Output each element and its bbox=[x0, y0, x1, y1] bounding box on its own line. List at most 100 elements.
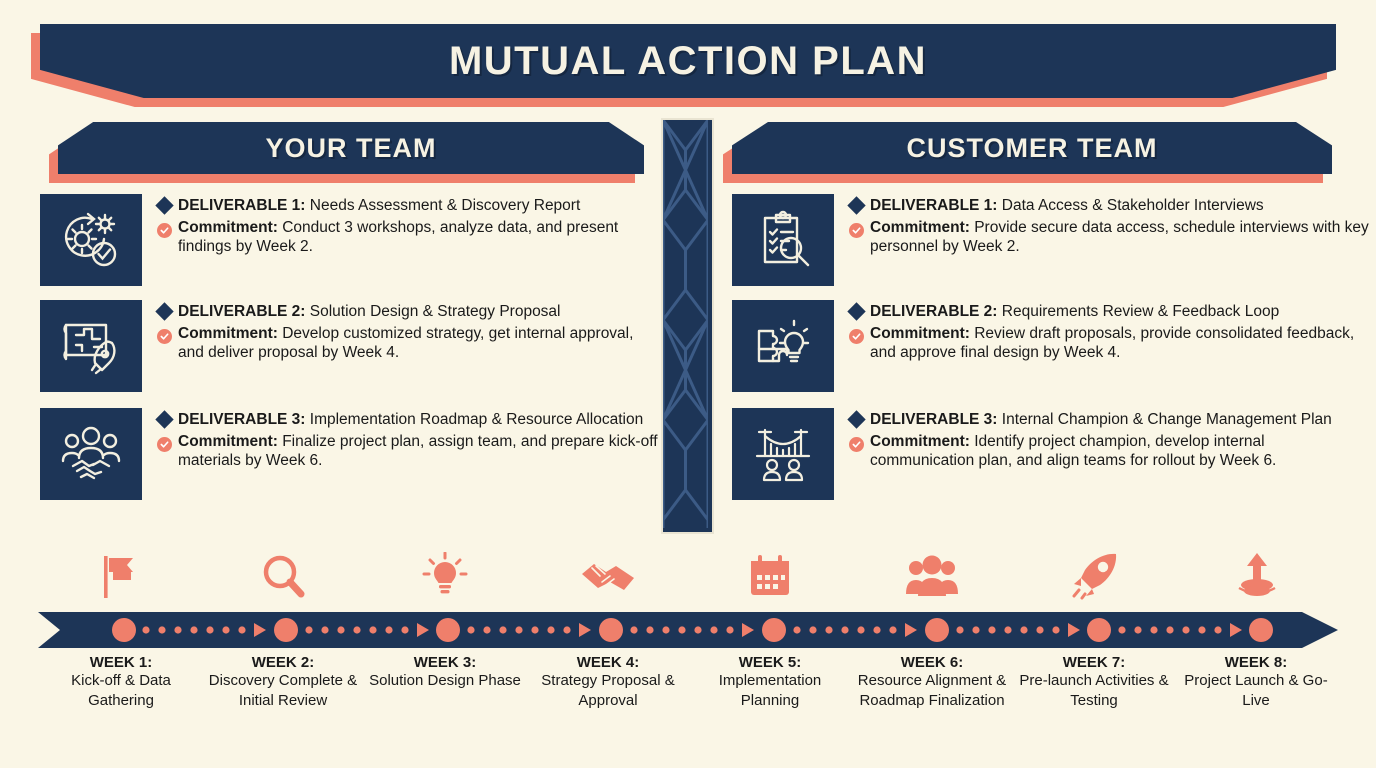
customer-team-banner: CUSTOMER TEAM bbox=[723, 122, 1332, 183]
deliverable-line: DELIVERABLE 2: Solution Design & Strateg… bbox=[155, 302, 660, 322]
deliverable-texts: DELIVERABLE 1: Data Access & Stakeholder… bbox=[847, 194, 1372, 257]
deliverable-item: DELIVERABLE 1: Data Access & Stakeholder… bbox=[732, 194, 1372, 286]
flag-icon bbox=[104, 556, 133, 598]
deliverable-item: DELIVERABLE 2: Requirements Review & Fee… bbox=[732, 300, 1372, 392]
icon-tile-wrapper bbox=[40, 300, 156, 392]
lightbulb-icon bbox=[422, 552, 468, 594]
customer-team-column: DELIVERABLE 1: Data Access & Stakeholder… bbox=[732, 194, 1372, 514]
deliverable-label: DELIVERABLE 3: bbox=[178, 411, 306, 428]
tile-gears-check bbox=[40, 194, 142, 286]
commitment-label: Commitment: bbox=[178, 324, 278, 342]
commitment-line: Commitment: Conduct 3 workshops, analyze… bbox=[156, 218, 660, 257]
people-group-icon bbox=[906, 555, 958, 596]
deliverable-line: DELIVERABLE 1: Needs Assessment & Discov… bbox=[155, 196, 660, 216]
commitment-label: Commitment: bbox=[178, 432, 278, 450]
team-handshake-icon bbox=[61, 426, 121, 480]
deliverable-item: DELIVERABLE 2: Solution Design & Strateg… bbox=[40, 300, 660, 392]
deliverable-texts: DELIVERABLE 3: Internal Champion & Chang… bbox=[847, 408, 1372, 471]
diamond-bullet-icon bbox=[155, 410, 178, 429]
deliverable-label: DELIVERABLE 1: bbox=[870, 197, 998, 214]
customer-team-banner-fill bbox=[732, 122, 1332, 174]
commitment-text: Provide secure data access, schedule int… bbox=[870, 218, 1369, 256]
deliverable-label: DELIVERABLE 2: bbox=[870, 303, 998, 320]
check-circle-icon bbox=[848, 218, 870, 238]
your-team-column: DELIVERABLE 1: Needs Assessment & Discov… bbox=[40, 194, 660, 514]
check-circle-icon bbox=[156, 432, 178, 452]
timeline-label-week6: WEEK 6: Resource Alignment & Roadmap Fin… bbox=[857, 654, 1007, 709]
commitment-label: Commitment: bbox=[178, 218, 278, 236]
launch-arrow-icon bbox=[1238, 553, 1276, 596]
deliverable-texts: DELIVERABLE 2: Solution Design & Strateg… bbox=[155, 300, 660, 363]
gears-check-icon bbox=[64, 212, 117, 267]
handshake-icon bbox=[582, 564, 634, 590]
icon-tile-wrapper bbox=[40, 408, 156, 500]
deliverable-texts: DELIVERABLE 2: Requirements Review & Fee… bbox=[847, 300, 1372, 363]
clipboard-magnifier-icon bbox=[763, 210, 810, 267]
timeline-icon-week6 bbox=[877, 548, 987, 600]
customer-team-heading: CUSTOMER TEAM bbox=[906, 132, 1158, 163]
deliverable-item: DELIVERABLE 3: Implementation Roadmap & … bbox=[40, 408, 660, 500]
title-banner-fill bbox=[40, 24, 1336, 98]
diamond-bullet-icon bbox=[847, 410, 870, 429]
icon-tile-wrapper bbox=[732, 408, 848, 500]
commitment-label: Commitment: bbox=[870, 218, 970, 236]
deliverable-line: DELIVERABLE 1: Data Access & Stakeholder… bbox=[847, 196, 1372, 216]
deliverable-text: Solution Design & Strategy Proposal bbox=[305, 303, 561, 320]
deliverable-line: DELIVERABLE 2: Requirements Review & Fee… bbox=[847, 302, 1372, 322]
timeline-icon-week3 bbox=[390, 548, 500, 600]
puzzle-lightbulb-icon bbox=[757, 319, 810, 363]
commitment-text: Review draft proposals, provide consolid… bbox=[870, 324, 1355, 362]
deliverable-texts: DELIVERABLE 1: Needs Assessment & Discov… bbox=[155, 194, 660, 257]
check-circle-icon bbox=[156, 324, 178, 344]
timeline-icon-week4 bbox=[553, 548, 663, 600]
your-team-banner: YOUR TEAM bbox=[49, 122, 644, 183]
diamond-bullet-icon bbox=[847, 302, 870, 321]
tile-puzzle-lightbulb bbox=[732, 300, 834, 392]
deliverable-text: Internal Champion & Change Management Pl… bbox=[997, 411, 1332, 428]
deliverable-text: Requirements Review & Feedback Loop bbox=[997, 303, 1280, 320]
tile-bridge-people bbox=[732, 408, 834, 500]
deliverable-text: Data Access & Stakeholder Interviews bbox=[997, 197, 1264, 214]
timeline-bar bbox=[38, 612, 1338, 648]
timeline-icon-week8 bbox=[1202, 548, 1312, 600]
deliverable-item: DELIVERABLE 3: Internal Champion & Chang… bbox=[732, 408, 1372, 500]
icon-tile-wrapper bbox=[732, 194, 848, 286]
page-title: MUTUAL ACTION PLAN bbox=[448, 38, 928, 83]
timeline-label-week1: WEEK 1: Kick-off & Data Gathering bbox=[71, 654, 171, 709]
timeline-label-week7: WEEK 7: Pre-launch Activities & Testing bbox=[1019, 654, 1169, 709]
deliverable-label: DELIVERABLE 1: bbox=[178, 197, 306, 214]
timeline-label-week5: WEEK 5: Implementation Planning bbox=[718, 654, 822, 709]
tile-blueprint-rocket bbox=[40, 300, 142, 392]
timeline-icon-week1 bbox=[65, 548, 175, 600]
timeline-label-week3: WEEK 3: Solution Design Phase bbox=[369, 654, 521, 689]
deliverable-text: Needs Assessment & Discovery Report bbox=[305, 197, 581, 214]
diamond-bullet-icon bbox=[155, 196, 178, 215]
lattice-pattern-icon bbox=[663, 120, 708, 528]
timeline-label-week4: WEEK 4: Strategy Proposal & Approval bbox=[541, 654, 675, 709]
center-divider bbox=[661, 118, 714, 534]
commitment-text: Develop customized strategy, get interna… bbox=[178, 324, 634, 362]
rocket-icon bbox=[1072, 553, 1117, 600]
calendar-icon bbox=[751, 555, 789, 595]
commitment-line: Commitment: Review draft proposals, prov… bbox=[848, 324, 1372, 363]
deliverable-label: DELIVERABLE 2: bbox=[178, 303, 306, 320]
blueprint-rocket-icon bbox=[63, 323, 116, 375]
diamond-bullet-icon bbox=[847, 196, 870, 215]
your-team-heading: YOUR TEAM bbox=[265, 132, 437, 163]
commitment-line: Commitment: Identify project champion, d… bbox=[848, 432, 1372, 471]
title-banner: MUTUAL ACTION PLAN bbox=[31, 24, 1336, 107]
commitment-label: Commitment: bbox=[870, 432, 970, 450]
commitment-line: Commitment: Finalize project plan, assig… bbox=[156, 432, 660, 471]
check-circle-icon bbox=[156, 218, 178, 238]
commitment-text: Finalize project plan, assign team, and … bbox=[178, 432, 658, 470]
deliverable-line: DELIVERABLE 3: Internal Champion & Chang… bbox=[847, 410, 1372, 430]
timeline-icon-row bbox=[0, 548, 1376, 606]
commitment-line: Commitment: Develop customized strategy,… bbox=[156, 324, 660, 363]
commitment-label: Commitment: bbox=[870, 324, 970, 342]
icon-tile-wrapper bbox=[40, 194, 156, 286]
commitment-text: Identify project champion, develop inter… bbox=[870, 432, 1277, 470]
deliverable-line: DELIVERABLE 3: Implementation Roadmap & … bbox=[155, 410, 660, 430]
deliverable-text: Implementation Roadmap & Resource Alloca… bbox=[305, 411, 644, 428]
timeline-icon-week5 bbox=[715, 548, 825, 600]
